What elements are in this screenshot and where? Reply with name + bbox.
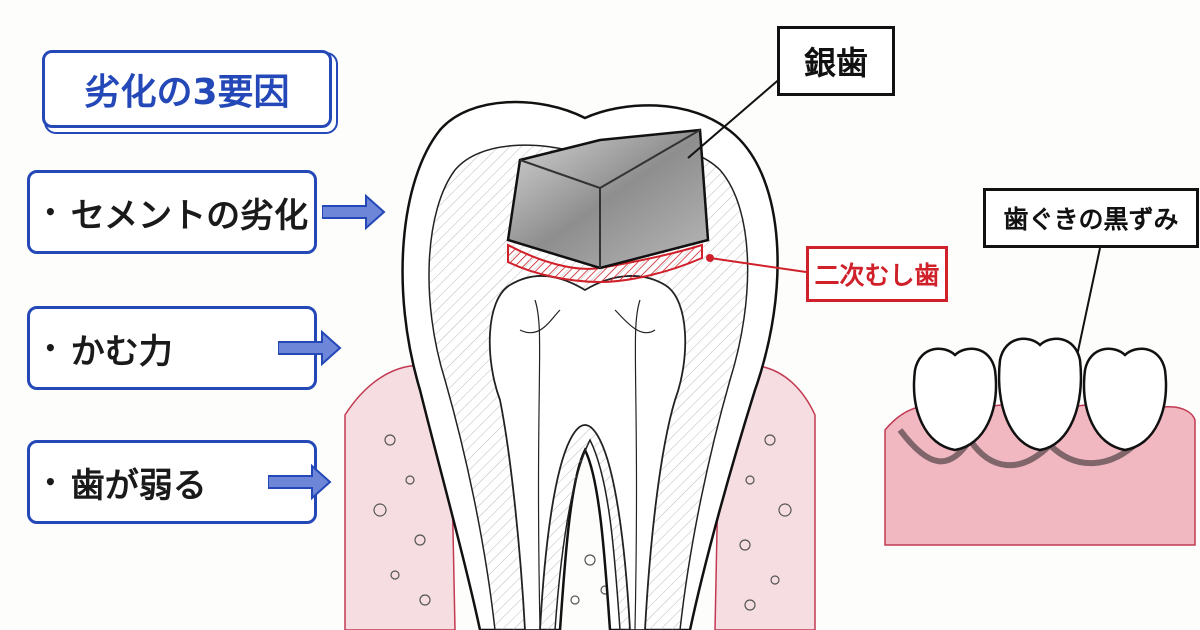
incisor-teeth [912, 337, 1168, 452]
bullet: • [44, 470, 57, 494]
factor-weak-teeth: • 歯が弱る [27, 440, 317, 524]
crown-edge [519, 129, 701, 268]
label-gum-darkening: 歯ぐきの黒ずみ [983, 188, 1199, 248]
arrow-right-icon [322, 193, 386, 231]
label-silver-tooth: 銀歯 [777, 26, 895, 96]
page-title: 劣化の3要因 [42, 50, 332, 128]
factor-label: セメントの劣化 [70, 195, 309, 236]
gum-dark-line [897, 428, 1143, 469]
leader-silver [687, 69, 791, 159]
factor-cement-deterioration: • セメントの劣化 [27, 170, 317, 254]
arrow-right-icon [268, 463, 332, 501]
leader-caries [709, 257, 807, 273]
label-secondary-caries: 二次むし歯 [806, 246, 948, 302]
factor-label: 歯が弱る [70, 465, 207, 506]
nerves [519, 299, 656, 630]
caries-area [507, 243, 703, 284]
leader-caries-dot [706, 254, 714, 262]
bullet: • [44, 336, 57, 360]
factor-label: かむ力 [70, 331, 173, 372]
factor-bite-force: • かむ力 [27, 306, 317, 390]
bullet: • [44, 200, 57, 224]
silver-crown [506, 128, 710, 270]
arrow-right-icon [278, 329, 342, 367]
